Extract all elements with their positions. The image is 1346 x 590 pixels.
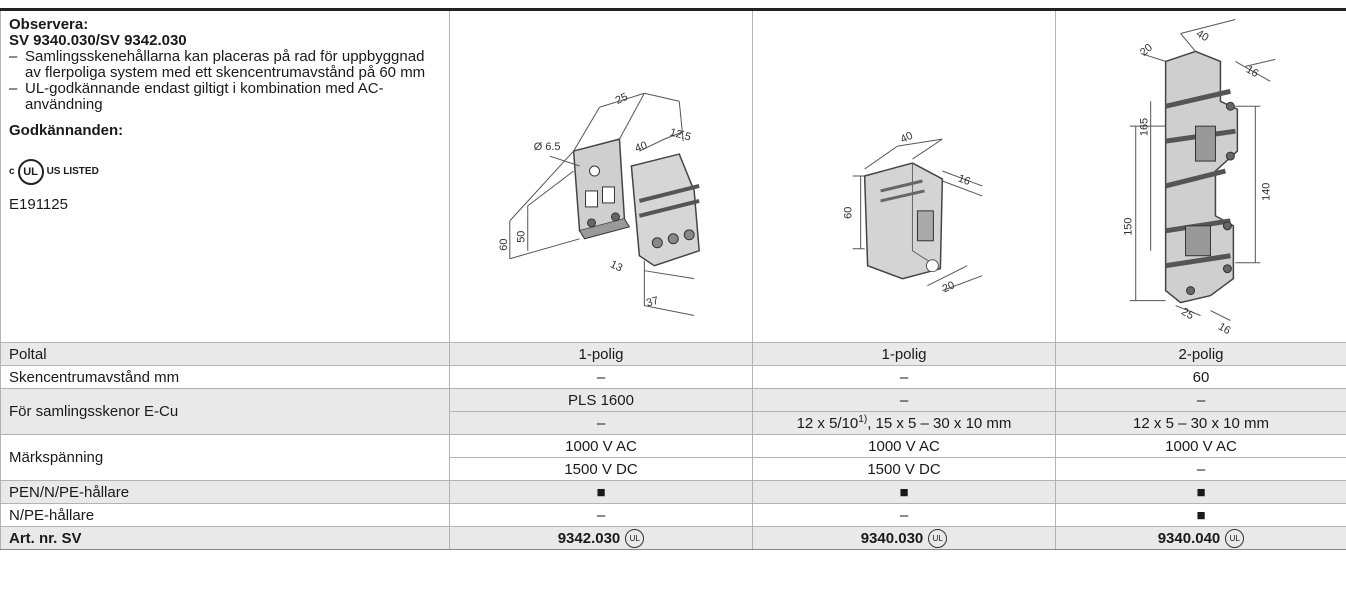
table-cell: 1500 V DC (449, 457, 753, 481)
article-number: 9342.030 (557, 529, 621, 547)
table-cell: ■ (449, 480, 753, 504)
dim-label: 40 (899, 130, 915, 146)
ul-icon: UL (928, 529, 948, 549)
table-row: Märkspänning 1000 V AC 1000 V AC 1000 V … (0, 434, 1346, 481)
table-cell: – (752, 388, 1056, 412)
dim-label: 140 (1260, 183, 1272, 201)
row-label: N/PE-hållare (0, 503, 450, 527)
notes-list: Samlingsskenehållarna kan placeras på ra… (9, 49, 441, 113)
ul-logo-circle: UL (17, 159, 44, 185)
list-item: UL-godkännande endast giltigt i kombinat… (9, 81, 441, 113)
dim-label: 20 (941, 279, 957, 295)
dim-label: 20 (1138, 42, 1155, 59)
dim-label: 40 (633, 139, 649, 154)
table-cell: – (1055, 457, 1346, 481)
drawing-9342-030: Ø 6.5 25 12.5 40 60 50 13 37 (450, 11, 752, 342)
table-cell: – (1055, 388, 1346, 412)
table-row: N/PE-hållare – – ■ (0, 503, 1346, 527)
footnote-mark: 1) (858, 413, 868, 425)
table-cell: ■ (1055, 480, 1346, 504)
dim-label: 16 (1244, 64, 1261, 80)
table-cell: – (752, 503, 1056, 527)
dim-label: 16 (956, 173, 972, 188)
table-cell: 2-polig (1055, 342, 1346, 366)
table-cell: 1000 V AC (449, 434, 753, 458)
dim-label: 150 (1123, 218, 1135, 236)
table-row: 1500 V DC 1500 V DC – (1, 457, 1346, 481)
table-cell: 12 x 5 – 30 x 10 mm (1055, 411, 1346, 435)
row-label: Märkspänning (0, 434, 450, 481)
dimension-drawing: 20 40 16 165 150 140 25 16 (1123, 19, 1276, 337)
row-label: Poltal (0, 342, 450, 366)
table-cell: 60 (1055, 365, 1346, 389)
row-label: PEN/N/PE-hållare (0, 480, 450, 504)
drawing-cell-2: 40 16 60 20 (752, 9, 1056, 343)
dim-label: 165 (1139, 118, 1151, 136)
header-row: Observera: SV 9340.030/SV 9342.030 Samli… (0, 9, 1346, 343)
drawing-cell-1: Ø 6.5 25 12.5 40 60 50 13 37 (449, 9, 753, 343)
drawing-cell-3: 20 40 16 165 150 140 25 16 (1055, 9, 1346, 343)
ul-logo-left: c (9, 166, 15, 177)
certificate-number: E191125 (9, 196, 68, 213)
dim-label: 60 (843, 207, 855, 219)
table-row: Skencentrumavstånd mm – – 60 (0, 365, 1346, 389)
table-cell: – (449, 503, 753, 527)
dim-label: 12.5 (668, 126, 692, 143)
row-label: För samlingsskenor E-Cu (0, 388, 450, 435)
list-item: Samlingsskenehållarna kan placeras på ra… (9, 49, 441, 81)
drawing-9340-040: 20 40 16 165 150 140 25 16 (1056, 11, 1346, 342)
table-cell: ■ (752, 480, 1056, 504)
cell-text: , 15 x 5 – 30 x 10 mm (867, 414, 1012, 432)
table-cell: – (752, 365, 1056, 389)
cell-text: 12 x 5/10 (796, 414, 859, 432)
dim-label: 40 (1194, 28, 1211, 44)
dim-label: 60 (498, 239, 510, 251)
ul-icon: UL (625, 529, 645, 549)
approvals-title: Godkännanden: (9, 122, 124, 139)
table-cell: 1000 V AC (752, 434, 1056, 458)
dim-label: 13 (608, 259, 624, 275)
dim-label: Ø 6.5 (534, 141, 561, 153)
table-cell: – (449, 365, 753, 389)
dim-label: 16 (1216, 321, 1233, 337)
table-cell: – (449, 411, 753, 435)
ul-listed-logo: c UL US LISTED (9, 159, 441, 185)
dim-label: 25 (1179, 306, 1196, 322)
notes-subtitle: SV 9340.030/SV 9342.030 (9, 32, 187, 49)
dim-label: 25 (614, 91, 630, 107)
table-cell: ■ (1055, 503, 1346, 527)
dim-label: 50 (516, 231, 528, 243)
table-cell: 12 x 5/101), 15 x 5 – 30 x 10 mm (752, 411, 1056, 435)
table-cell: 1500 V DC (752, 457, 1056, 481)
dimension-drawing: 40 16 60 20 (843, 130, 983, 295)
dim-label: 37 (645, 295, 660, 310)
notes-cell: Observera: SV 9340.030/SV 9342.030 Samli… (0, 9, 450, 343)
ul-icon: UL (1225, 529, 1245, 549)
article-number: 9340.030 (860, 529, 924, 547)
table-row: PEN/N/PE-hållare ■ ■ ■ (0, 480, 1346, 504)
spec-table: Observera: SV 9340.030/SV 9342.030 Samli… (0, 8, 1346, 550)
table-row: För samlingsskenor E-Cu PLS 1600 – – (0, 388, 1346, 435)
ul-logo-right: US LISTED (46, 166, 99, 177)
row-label: Skencentrumavstånd mm (0, 365, 450, 389)
table-cell: 1-polig (752, 342, 1056, 366)
drawing-9340-030: 40 16 60 20 (753, 11, 1055, 342)
row-label: Art. nr. SV (0, 526, 450, 550)
table-row: Poltal 1-polig 1-polig 2-polig (0, 342, 1346, 366)
article-number: 9340.040 (1157, 529, 1221, 547)
table-cell: 1000 V AC (1055, 434, 1346, 458)
table-cell: 1-polig (449, 342, 753, 366)
table-cell: PLS 1600 (449, 388, 753, 412)
dimension-drawing: Ø 6.5 25 12.5 40 60 50 13 37 (498, 91, 700, 317)
notes-title: Observera: (9, 16, 89, 33)
